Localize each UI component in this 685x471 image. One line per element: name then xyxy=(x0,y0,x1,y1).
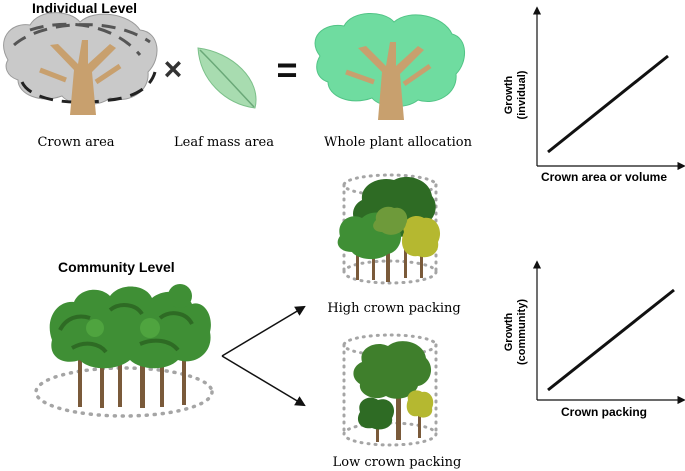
arrow-to-high-packing xyxy=(221,305,306,357)
individual-growth-graph: Crown area or volume Growth (invidual) xyxy=(503,6,685,184)
community-growth-graph: Crown packing Growth (community) xyxy=(503,260,685,419)
whole-plant-allocation-label: Whole plant allocation xyxy=(324,135,473,150)
high-crown-packing-icon xyxy=(337,173,441,285)
graph-top-x-label: Crown area or volume xyxy=(541,170,667,184)
leaf-icon xyxy=(197,47,257,109)
graph-top-y-label-line1: Growth xyxy=(503,75,515,114)
crown-area-tree-icon xyxy=(3,12,158,115)
allocation-tree-icon xyxy=(314,12,465,120)
graph-bottom-trend-line xyxy=(547,288,675,392)
equals-symbol: = xyxy=(276,49,297,90)
multiply-symbol: × xyxy=(164,51,183,87)
graph-bottom-y-label-line2: (community) xyxy=(516,299,528,365)
graph-top-y-label-line2: (invidual) xyxy=(516,70,528,119)
community-forest-icon xyxy=(34,284,214,418)
graph-bottom-x-label: Crown packing xyxy=(561,405,647,419)
individual-level-heading: Individual Level xyxy=(32,0,137,16)
arrow-to-low-packing xyxy=(221,355,306,407)
high-crown-packing-label: High crown packing xyxy=(327,301,460,316)
community-level-heading: Community Level xyxy=(58,259,175,275)
low-crown-packing-icon xyxy=(342,333,438,447)
low-crown-packing-label: Low crown packing xyxy=(333,455,462,470)
leaf-mass-area-label: Leaf mass area xyxy=(174,135,274,150)
graph-top-trend-line xyxy=(547,54,669,154)
graph-bottom-y-label-line1: Growth xyxy=(503,312,515,351)
crown-area-label: Crown area xyxy=(37,135,114,150)
